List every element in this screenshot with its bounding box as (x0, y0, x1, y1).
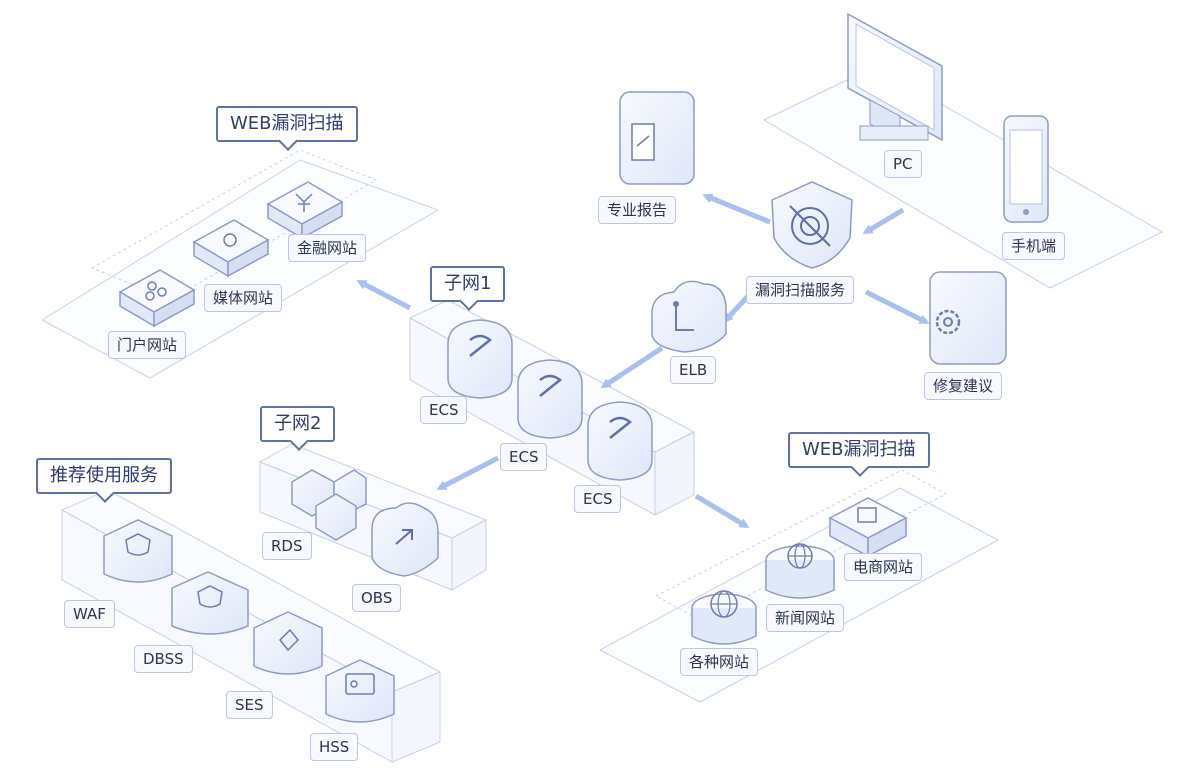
database-icon (291, 469, 367, 541)
flower-icon (118, 269, 196, 328)
node-label-rds: RDS (262, 532, 312, 560)
node-label-portal-site: 门户网站 (108, 331, 187, 359)
node-label-report: 专业报告 (598, 196, 677, 224)
node-label-scan-service: 漏洞扫描服务 (746, 276, 855, 304)
gear-icon (929, 271, 1007, 365)
group-title-web-scan-top: WEB漏洞扫描 (216, 106, 358, 142)
group-title-web-scan-bottom: WEB漏洞扫描 (788, 432, 930, 468)
node-label-elb: ELB (670, 356, 717, 384)
cloud-upload-icon (371, 502, 439, 577)
server-icon (587, 401, 653, 481)
node-label-finance-site: 金融网站 (288, 234, 367, 262)
yen-icon (266, 181, 344, 240)
node-label-obs: OBS (352, 584, 402, 612)
server-icon (517, 359, 583, 439)
shield-radar-icon (771, 181, 853, 269)
node-label-pc: PC (884, 150, 922, 178)
card-icon (325, 659, 395, 723)
shield-icon (253, 611, 323, 675)
server-icon (447, 319, 513, 399)
document-icon (619, 91, 695, 185)
node-label-hss: HSS (310, 733, 359, 761)
smartphone-icon (1003, 115, 1049, 223)
platform-subnet2 (258, 443, 488, 591)
node-label-ecommerce-site: 电商网站 (844, 553, 923, 581)
node-label-ecs-3: ECS (574, 485, 622, 513)
monitor-icon (847, 12, 943, 142)
connector-arrows (356, 193, 930, 529)
shopping-bag-icon (828, 497, 908, 558)
shield-icon (171, 571, 249, 635)
node-label-media-site: 媒体网站 (204, 284, 283, 312)
shield-icon (103, 519, 173, 583)
node-label-ecs-2: ECS (500, 443, 548, 471)
play-icon (192, 219, 270, 278)
node-label-various-sites: 各种网站 (680, 648, 759, 676)
node-label-ses: SES (226, 691, 273, 719)
group-title-subnet1: 子网1 (430, 266, 506, 302)
group-title-recommended: 推荐使用服务 (36, 458, 172, 494)
globe-icon (765, 543, 835, 599)
node-label-mobile: 手机端 (1002, 232, 1066, 260)
group-title-subnet2: 子网2 (260, 406, 336, 442)
node-label-repair: 修复建议 (924, 372, 1003, 400)
globe-icon (691, 590, 757, 645)
node-label-ecs-1: ECS (420, 396, 468, 424)
cloud-icon (651, 280, 727, 353)
node-label-dbss: DBSS (134, 645, 193, 673)
node-label-waf: WAF (64, 600, 115, 628)
node-label-news-site: 新闻网站 (766, 604, 845, 632)
